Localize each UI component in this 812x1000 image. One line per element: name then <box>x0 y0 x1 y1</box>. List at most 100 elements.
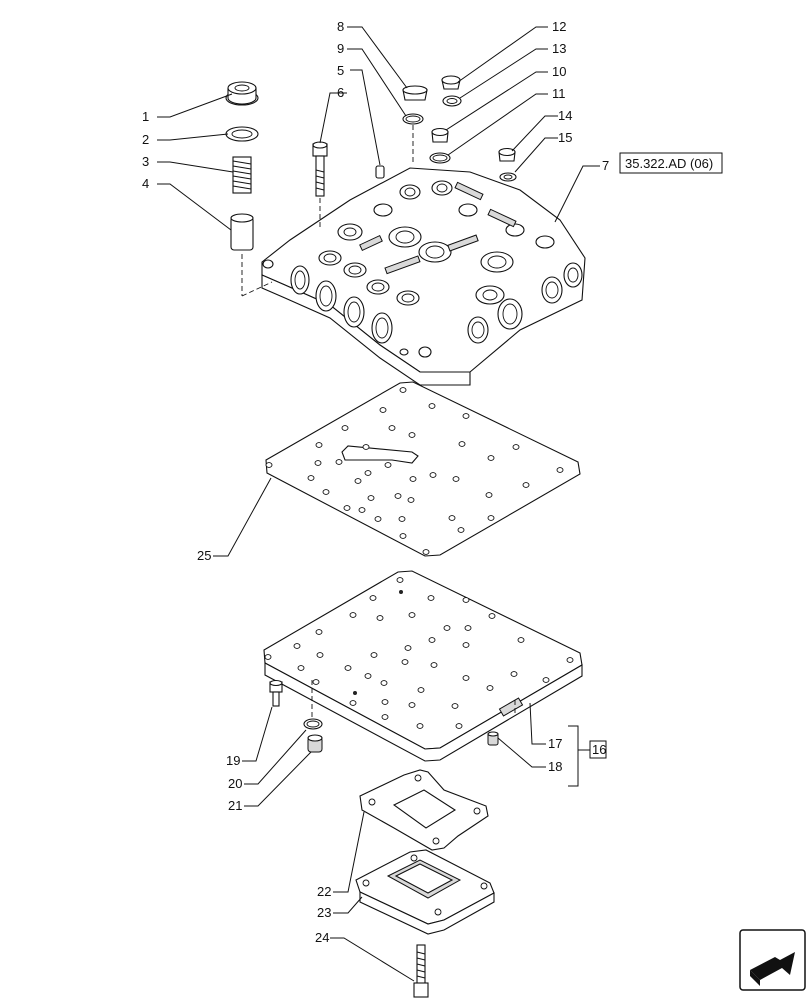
plate-hole <box>448 515 456 521</box>
plate-hole <box>374 516 382 522</box>
plate-hole <box>322 489 330 495</box>
callout-5: 5 <box>337 63 344 78</box>
plate-hole <box>399 533 407 539</box>
plate-hole <box>407 497 415 503</box>
next-page-arrow-icon[interactable] <box>739 929 806 991</box>
callout-14: 14 <box>558 108 572 123</box>
plate-hole <box>462 597 470 603</box>
callout-12: 12 <box>552 19 566 34</box>
plate-hole <box>376 615 384 621</box>
plate-hole <box>517 637 525 643</box>
plate-hole <box>293 643 301 649</box>
plate-hole <box>401 659 409 665</box>
plate-hole <box>316 652 324 658</box>
part-21-plug <box>307 734 323 753</box>
callout-25: 25 <box>197 548 211 563</box>
part-23-cover <box>355 849 495 935</box>
part-9-o-ring <box>402 113 424 125</box>
plate-hole <box>398 516 406 522</box>
plate-hole <box>487 515 495 521</box>
part-22-gasket <box>359 769 489 851</box>
part-11-o-ring <box>429 152 451 164</box>
valve-body <box>261 167 586 386</box>
plate-hole <box>381 699 389 705</box>
part-25-gasket <box>265 381 581 557</box>
plate-hole <box>362 444 370 450</box>
plate-hole <box>428 637 436 643</box>
plate-hole <box>455 723 463 729</box>
plate-hole <box>457 527 465 533</box>
callout-13: 13 <box>552 41 566 56</box>
plate-hole <box>427 595 435 601</box>
plate-hole <box>566 657 574 663</box>
part-1-cap <box>225 81 259 106</box>
part-3-spring <box>232 156 252 194</box>
plate-hole <box>542 677 550 683</box>
part-5-pin <box>375 165 385 179</box>
plate-hole <box>358 507 366 513</box>
plate-hole <box>408 432 416 438</box>
reference-box[interactable]: 35.322.AD (06) <box>619 152 723 174</box>
plate-hole <box>264 654 272 660</box>
plate-hole <box>556 467 564 473</box>
plate-hole <box>312 679 320 685</box>
axis-line <box>241 281 273 297</box>
callout-18: 18 <box>548 759 562 774</box>
callout-11: 11 <box>552 86 566 101</box>
plate-hole <box>487 455 495 461</box>
plate-hole <box>335 459 343 465</box>
separator-plate <box>263 570 583 762</box>
reference-box-label: 35.322.AD (06) <box>625 156 713 171</box>
plate-hole <box>399 387 407 393</box>
plate-hole <box>428 403 436 409</box>
callout-17: 17 <box>548 736 562 751</box>
callout-7: 7 <box>602 158 609 173</box>
part-8-plug <box>402 85 428 101</box>
plate-hole <box>379 407 387 413</box>
callout-2: 2 <box>142 132 149 147</box>
part-15-washer <box>499 172 517 182</box>
part-18-pin <box>487 731 499 746</box>
leader-lines <box>157 26 600 982</box>
plate-hole <box>297 665 305 671</box>
plate-hole <box>443 625 451 631</box>
callout-15: 15 <box>558 130 572 145</box>
plate-hole <box>314 460 322 466</box>
plate-hole <box>315 629 323 635</box>
callout-3: 3 <box>142 154 149 169</box>
plate-hole <box>458 441 466 447</box>
part-12-plug <box>441 75 461 90</box>
callout-6: 6 <box>337 85 344 100</box>
callout-20: 20 <box>228 776 242 791</box>
part-6-bolt <box>312 141 328 197</box>
part-19-screw <box>269 679 283 707</box>
callout-8: 8 <box>337 19 344 34</box>
plate-hole <box>396 577 404 583</box>
callout-23: 23 <box>317 905 331 920</box>
part-10-plug <box>431 127 449 143</box>
plate-hole <box>394 493 402 499</box>
plate-hole <box>451 703 459 709</box>
plate-hole <box>462 675 470 681</box>
plate-hole <box>343 505 351 511</box>
callout-24: 24 <box>315 930 329 945</box>
plate-hole <box>369 595 377 601</box>
plate-hole <box>388 425 396 431</box>
plate-hole <box>381 714 389 720</box>
plate-hole <box>307 475 315 481</box>
plate-hole <box>416 723 424 729</box>
plate-hole <box>315 442 323 448</box>
plate-hole <box>408 702 416 708</box>
plate-hole <box>370 652 378 658</box>
callout-9: 9 <box>337 41 344 56</box>
callout-22: 22 <box>317 884 331 899</box>
callout-10: 10 <box>552 64 566 79</box>
part-20-o-ring <box>303 718 323 730</box>
plate-hole <box>354 478 362 484</box>
plate-hole <box>384 462 392 468</box>
plate-hole <box>417 687 425 693</box>
plate-hole <box>265 462 273 468</box>
callout-numbers: 1 2 3 4 5 6 7 8 9 10 11 12 13 14 15 17 1… <box>142 19 609 945</box>
part-2-washer <box>225 126 259 142</box>
